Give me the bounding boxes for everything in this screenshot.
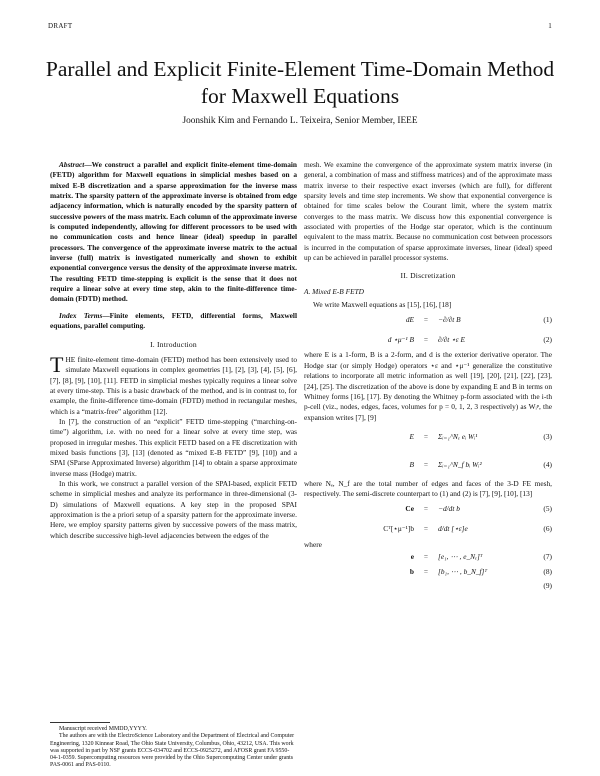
- section-heading-introduction: I. Introduction: [150, 339, 197, 349]
- intro-paragraph-2: In [7], the construction of an “explicit…: [50, 416, 297, 478]
- disc-paragraph-2: where E is a 1-form, B is a 2-form, and …: [304, 350, 552, 422]
- author-line: Joonshik Kim and Fernando L. Teixeira, S…: [182, 116, 418, 126]
- equation-3: E=Σᵢ₌₁^Nₑ eᵢ Wᵢ¹(3): [409, 431, 553, 441]
- equation-2: d ⋆μ⁻¹ B=∂/∂t ⋆ε E(2): [387, 335, 552, 345]
- index-terms-label: Index Terms: [59, 310, 103, 320]
- equation-1: dE=−∂/∂t B(1): [405, 315, 552, 325]
- body-paragraph: mesh. We examine the convergence of the …: [304, 160, 552, 263]
- disc-paragraph-1: We write Maxwell equations as [15], [16]…: [313, 300, 452, 310]
- footnote-affiliation: The authors are with the ElectroScience …: [50, 733, 295, 769]
- index-terms-text: —Finite elements, FETD, differential for…: [50, 310, 297, 331]
- disc-paragraph-3: where Nₑ, N_f are the total number of ed…: [304, 478, 552, 499]
- footnote: Manuscript received MMDD,YYYY. The autho…: [50, 722, 297, 770]
- equation-4: B=Σᵢ₌₁^N_f bᵢ Wᵢ²(4): [409, 459, 553, 469]
- intro-paragraph-3: In this work, we construct a parallel ve…: [50, 478, 297, 540]
- abstract-text: —We construct a parallel and explicit fi…: [50, 160, 297, 304]
- footnote-rule: [50, 722, 110, 723]
- equation-6: Cᵀ[⋆μ⁻¹]b=d/dt [⋆ε]e(6): [383, 524, 552, 534]
- equation-5: Ce=−d/dt b(5): [405, 504, 552, 514]
- section-heading-discretization: II. Discretization: [400, 271, 456, 281]
- left-column: Abstract—We construct a parallel and exp…: [50, 160, 297, 541]
- equation-7: e=[e₁, ⋯ , e_Nₑ]ᵀ(7): [410, 552, 552, 562]
- page-number: 1: [548, 22, 552, 30]
- equation-8: b=[b₁, ⋯ , b_N_f]ᵀ(8): [409, 567, 552, 577]
- where-text: where: [304, 539, 322, 549]
- right-column: mesh. We examine the convergence of the …: [304, 160, 552, 593]
- running-header: DRAFT: [48, 22, 73, 30]
- abstract-label: Abstract: [59, 160, 85, 169]
- equation-9: (9): [543, 581, 552, 591]
- footnote-received: Manuscript received MMDD,YYYY.: [59, 726, 147, 732]
- subsection-heading: A. Mixed E-B FETD: [304, 286, 364, 296]
- drop-cap: T: [50, 351, 64, 377]
- abstract: Abstract—We construct a parallel and exp…: [50, 160, 297, 305]
- paper-title: Parallel and Explicit Finite-Element Tim…: [45, 57, 555, 108]
- index-terms: Index Terms—Finite elements, FETD, diffe…: [50, 311, 297, 332]
